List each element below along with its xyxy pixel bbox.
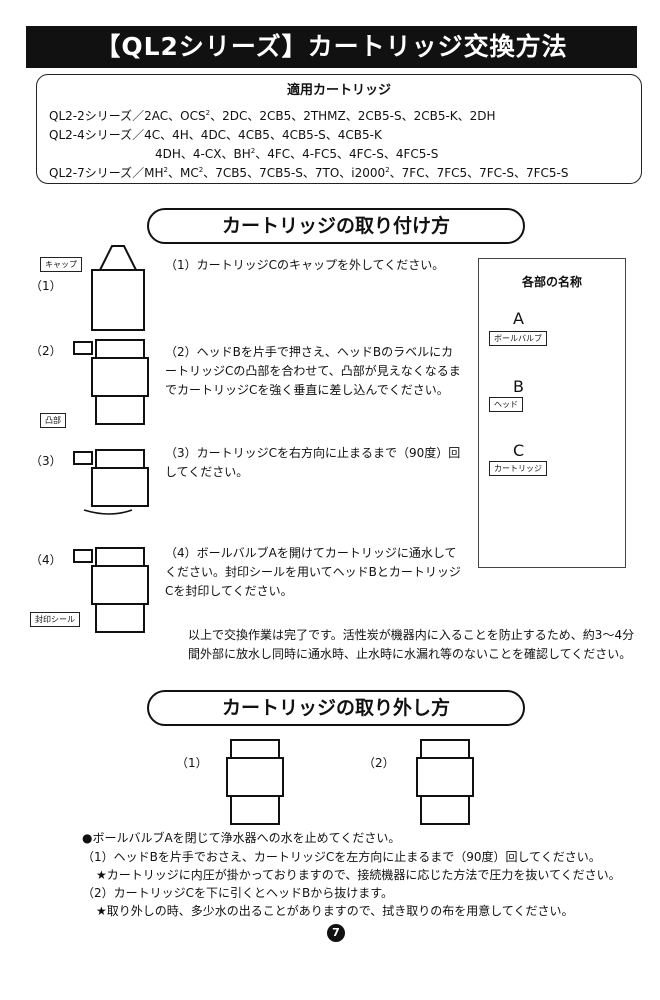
step-3-number: （3） (30, 454, 62, 468)
part-b-label: ヘッド (489, 397, 523, 412)
removal-section-heading: カートリッジの取り外し方 (147, 690, 525, 726)
parts-name-panel: 各部の名称 A ボールバルブ B ヘッド C カートリッジ (478, 258, 626, 568)
step-4-text: （4）ボールバルブAを開けてカートリッジに通水してください。封印シールを用いてヘ… (165, 546, 461, 598)
cap-tag: キャップ (40, 257, 82, 272)
removal-note-1: ●ボールバルブAを閉じて浄水器への水を止めてください。 (82, 831, 401, 845)
part-a-label: ボールバルブ (489, 331, 547, 346)
protrusion-tag: 凸部 (40, 413, 66, 428)
part-c-letter: C (513, 441, 525, 460)
ball-valve-open-illustration (73, 547, 149, 633)
step-3-text: （3）カートリッジCを右方向に止まるまで（90度）回してください。 (165, 446, 461, 479)
removal-note-3: ★カートリッジに内圧が掛かっておりますので、接続機器に応じた方法で圧力を抜いてく… (96, 868, 621, 882)
step-1-number: （1） (30, 279, 62, 293)
step-2-number: （2） (30, 344, 62, 358)
part-b-letter: B (513, 377, 524, 396)
compatible-cartridges-box: 適用カートリッジ QL2-2シリーズ／2AC、OCS2、2DC、2CB5、2TH… (36, 74, 642, 184)
seal-tag: 封印シール (30, 612, 80, 627)
ql2-4-series-line-2: 4DH、4-CX、BH2、4FC、4-FC5、4FC-S、4FC5-S (155, 147, 439, 161)
ql2-7-series-line: QL2-7シリーズ／MH2、MC2、7CB5、7CB5-S、7TO、i20002… (49, 166, 569, 180)
step-1-text: （1）カートリッジCのキャップを外してください。 (165, 258, 445, 272)
ql2-4-series-line: QL2-4シリーズ／4C、4H、4DC、4CB5、4CB5-S、4CB5-K (49, 128, 382, 142)
removal-rotate-left-illustration (226, 739, 284, 825)
parts-title: 各部の名称 (521, 275, 582, 289)
ql2-2-series-line: QL2-2シリーズ／2AC、OCS2、2DC、2CB5、2THMZ、2CB5-S… (49, 109, 496, 123)
page-number: 7 (327, 924, 345, 942)
page-title: 【QL2シリーズ】カートリッジ交換方法 (26, 26, 637, 68)
part-a-letter: A (513, 309, 524, 328)
removal-note-2: （1）ヘッドBを片手でおさえ、カートリッジCを左方向に止まるまで（90度）回して… (82, 850, 601, 864)
cartridge-rotate-right-illustration (73, 449, 149, 515)
cartridge-insert-illustration (73, 339, 149, 425)
cartridge-cap-illustration (91, 245, 145, 331)
removal-fig-2-number: （2） (363, 756, 395, 770)
removal-note-4: （2）カートリッジCを下に引くとヘッドBから抜けます。 (82, 886, 394, 900)
step-4-number: （4） (30, 553, 62, 567)
install-section-heading: カートリッジの取り付け方 (147, 208, 525, 244)
completion-note: 以上で交換作業は完了です。活性炭が機器内に入ることを防止するため、約3〜4分間外… (188, 628, 635, 661)
removal-fig-1-number: （1） (176, 756, 208, 770)
removal-pull-down-illustration (416, 739, 474, 825)
part-c-label: カートリッジ (489, 461, 547, 476)
step-2-text: （2）ヘッドBを片手で押さえ、ヘッドBのラベルにカートリッジCの凸部を合わせて、… (165, 345, 461, 397)
removal-note-5: ★取り外しの時、多少水の出ることがありますので、拭き取りの布を用意してください。 (96, 904, 574, 918)
compatible-heading: 適用カートリッジ (286, 83, 391, 98)
